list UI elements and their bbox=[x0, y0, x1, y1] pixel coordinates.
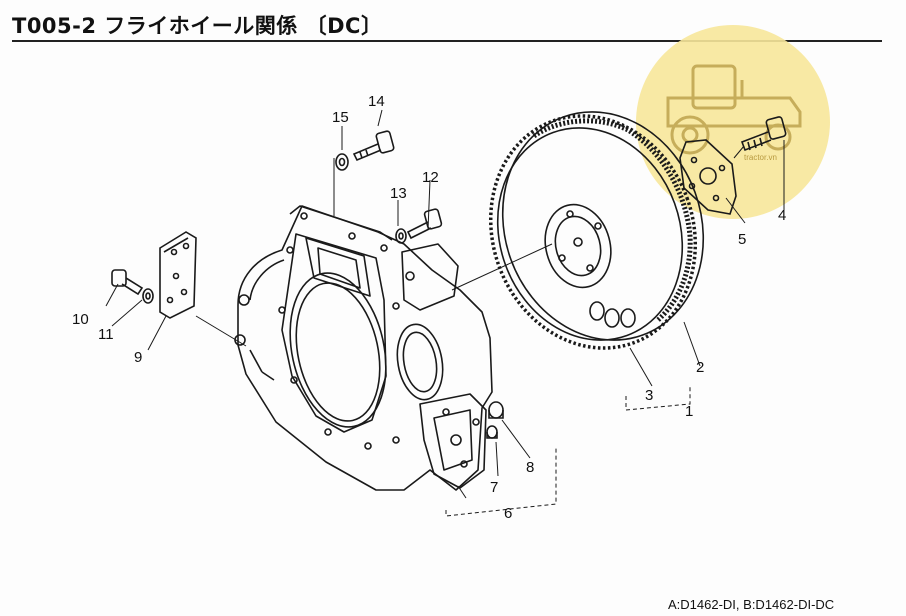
callout-labels: 1 2 3 4 5 6 7 8 9 10 11 12 13 14 15 bbox=[72, 93, 786, 522]
callout-4: 4 bbox=[778, 207, 786, 224]
flywheel bbox=[488, 111, 705, 350]
washer-part-15 bbox=[335, 153, 349, 171]
callout-1: 1 bbox=[685, 403, 693, 420]
washer-part-11 bbox=[142, 288, 154, 304]
ring-gear bbox=[532, 118, 693, 322]
cover-plate-part-9 bbox=[159, 231, 197, 319]
callout-11: 11 bbox=[98, 326, 114, 343]
bolt-part-14 bbox=[352, 130, 395, 162]
bolt-part-10 bbox=[111, 269, 144, 296]
callout-5: 5 bbox=[738, 231, 746, 248]
callout-13: 13 bbox=[390, 185, 407, 202]
callout-14: 14 bbox=[368, 93, 385, 110]
washer-part-13 bbox=[395, 228, 407, 244]
assembly-brackets bbox=[445, 386, 691, 517]
page-header: T005-2 フライホイール関係 〔DC〕 bbox=[12, 6, 882, 42]
flywheel-housing bbox=[234, 205, 493, 491]
callout-15: 15 bbox=[332, 109, 349, 126]
callout-10: 10 bbox=[72, 311, 89, 328]
bolt-part-12 bbox=[406, 208, 443, 240]
watermark-text: tractor.vn bbox=[744, 153, 777, 162]
callout-6: 6 bbox=[504, 505, 512, 522]
watermark-tractor-logo: tractor.vn bbox=[636, 25, 830, 219]
leader-lines bbox=[105, 109, 785, 499]
callout-2: 2 bbox=[696, 359, 704, 376]
pin-part-7 bbox=[486, 425, 498, 439]
page-title: T005-2 フライホイール関係 〔DC〕 bbox=[12, 14, 383, 38]
callout-12: 12 bbox=[422, 169, 439, 186]
callout-8: 8 bbox=[526, 459, 534, 476]
flywheel-plate-part-5 bbox=[679, 139, 737, 215]
callout-7: 7 bbox=[490, 479, 498, 496]
callout-9: 9 bbox=[134, 349, 142, 366]
callout-3: 3 bbox=[645, 387, 653, 404]
model-applicability-note: A:D1462-DI, B:D1462-DI-DC bbox=[668, 597, 835, 612]
plug-part-8 bbox=[488, 401, 504, 419]
